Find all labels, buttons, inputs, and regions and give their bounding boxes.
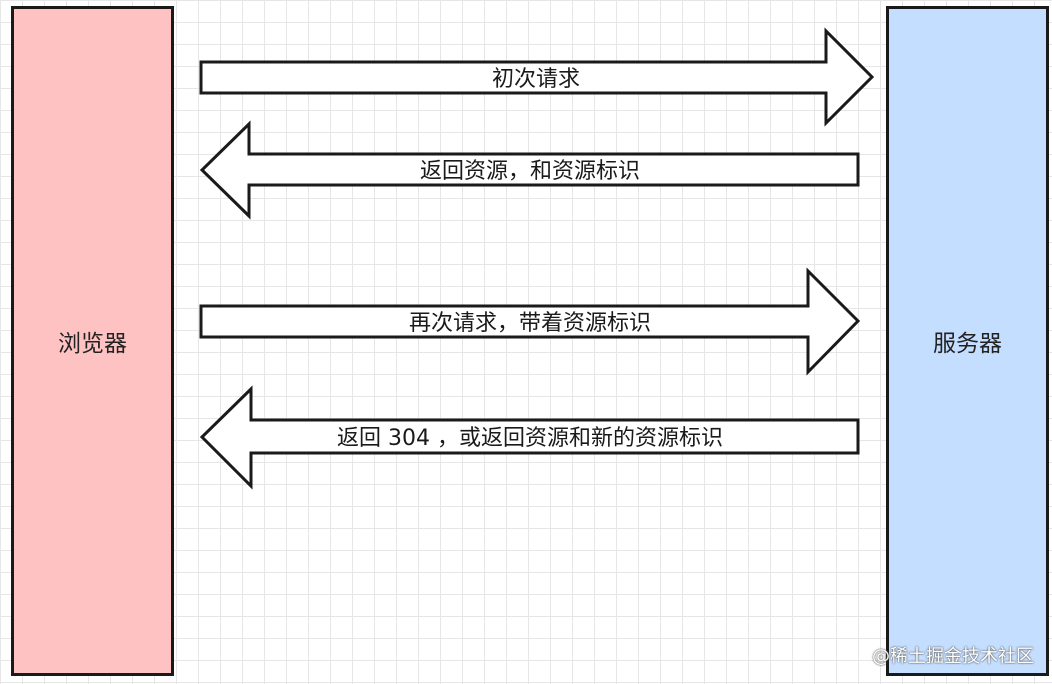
arrow-second-request-shape [199,267,861,376]
arrow-second-request-label: 再次请求，带着资源标识 [409,311,651,336]
arrow-return-304: 返回 304 ，或返回资源和新的资源标识 [199,385,860,490]
arrow-initial-request-shape [199,27,875,127]
watermark: @稀土掘金技术社区 [872,646,1034,667]
arrow-second-request: 再次请求，带着资源标识 [199,267,861,376]
arrow-return-304-shape [199,385,860,490]
arrow-return-resource-label: 返回资源，和资源标识 [420,159,640,184]
arrow-return-resource: 返回资源，和资源标识 [199,120,860,220]
browser-node: 浏览器 [11,6,174,676]
server-node: 服务器 [886,6,1049,676]
arrow-return-304-label: 返回 304 ，或返回资源和新的资源标识 [337,426,723,451]
server-label: 服务器 [933,331,1002,357]
arrow-initial-request: 初次请求 [199,27,875,127]
browser-label: 浏览器 [58,331,127,357]
arrow-initial-request-label: 初次请求 [492,67,580,92]
arrow-return-resource-shape [199,120,860,220]
